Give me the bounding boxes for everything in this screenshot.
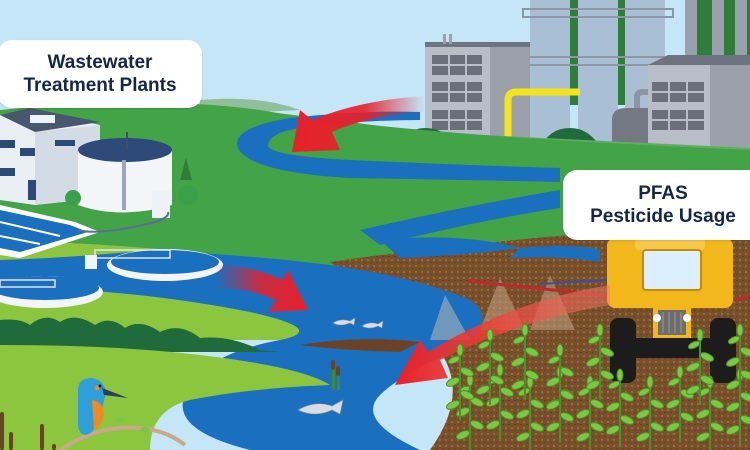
red-arrow-icon bbox=[292, 96, 425, 152]
river-upper bbox=[237, 111, 560, 182]
wastewater-label-line2: Treatment Plants bbox=[23, 75, 177, 96]
treatment-plant-icon bbox=[0, 108, 223, 308]
pesticide-label-line2: Pesticide Usage bbox=[590, 206, 736, 227]
kingfisher-icon bbox=[58, 378, 187, 450]
factory-icon bbox=[398, 0, 750, 150]
crop-plant bbox=[475, 328, 505, 405]
tractor-sprayer-icon bbox=[430, 238, 750, 383]
crop-plant bbox=[445, 343, 475, 420]
treeline bbox=[0, 317, 280, 352]
red-arrow-icon bbox=[215, 265, 308, 312]
crop-plant bbox=[635, 375, 665, 450]
crop-plant bbox=[725, 323, 750, 400]
pfas-pesticide-usage-label: PFAS Pesticide Usage bbox=[563, 170, 750, 240]
crop-plant bbox=[585, 323, 615, 400]
crop-plant bbox=[685, 328, 715, 405]
crop-plant bbox=[605, 368, 635, 445]
pesticide-label-line1: PFAS bbox=[638, 183, 688, 204]
wastewater-treatment-plants-label: Wastewater Treatment Plants bbox=[0, 40, 202, 108]
crop-plant bbox=[515, 375, 545, 450]
crop-plant bbox=[455, 373, 485, 450]
crop-plant bbox=[545, 343, 575, 420]
crop-plant bbox=[510, 323, 540, 400]
wastewater-label-line1: Wastewater bbox=[47, 52, 153, 73]
crop-plant bbox=[575, 375, 605, 450]
crop-plant bbox=[695, 375, 725, 450]
red-arrow-icon bbox=[395, 285, 610, 385]
cattail-icon bbox=[0, 360, 340, 450]
fish-icon bbox=[297, 317, 384, 415]
